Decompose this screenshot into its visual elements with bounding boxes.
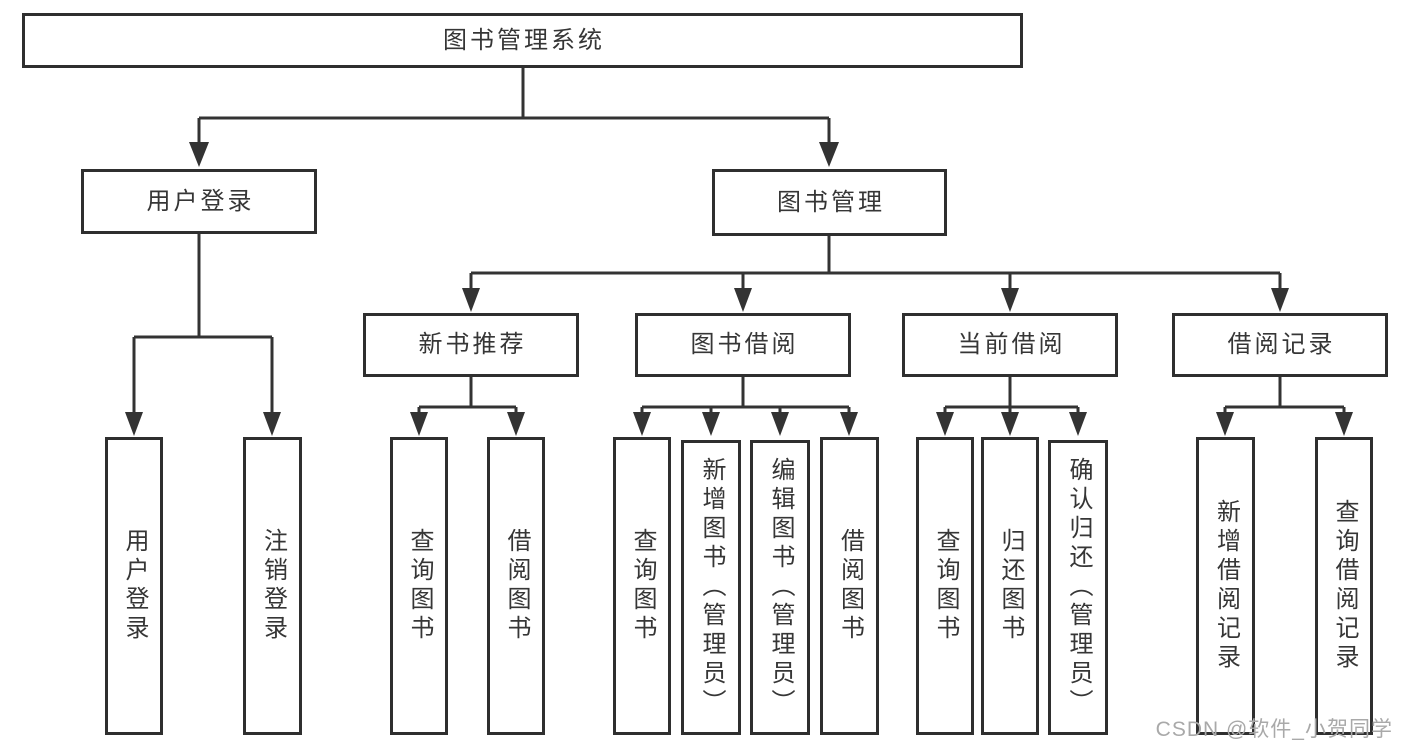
leaf-bb-borrow-books: 借阅图书 — [820, 437, 879, 735]
node-new-book-recommend: 新书推荐 — [363, 313, 579, 377]
watermark: CSDN @软件_小贺同学 — [1155, 718, 1393, 741]
node-current-borrowing: 当前借阅 — [902, 313, 1118, 377]
leaf-bb-add-book-admin: 新增图书（管理员） — [681, 440, 741, 735]
leaf-br-add-record: 新增借阅记录 — [1196, 437, 1255, 735]
leaf-bb-edit-book-admin: 编辑图书（管理员） — [750, 440, 810, 735]
leaf-nbr-query-books: 查询图书 — [390, 437, 448, 735]
node-user-login: 用户登录 — [81, 169, 317, 234]
node-root: 图书管理系统 — [22, 13, 1023, 68]
leaf-cb-confirm-return-admin: 确认归还（管理员） — [1048, 440, 1108, 735]
node-book-management: 图书管理 — [712, 169, 947, 236]
leaf-br-query-record: 查询借阅记录 — [1315, 437, 1373, 735]
leaf-cb-return-books: 归还图书 — [981, 437, 1039, 735]
node-book-borrowing: 图书借阅 — [635, 313, 851, 377]
leaf-cb-query-books: 查询图书 — [916, 437, 974, 735]
node-borrowing-records: 借阅记录 — [1172, 313, 1388, 377]
leaf-bb-query-books: 查询图书 — [613, 437, 671, 735]
leaf-user-login: 用户登录 — [105, 437, 163, 735]
leaf-logout: 注销登录 — [243, 437, 302, 735]
leaf-nbr-borrow-books: 借阅图书 — [487, 437, 545, 735]
